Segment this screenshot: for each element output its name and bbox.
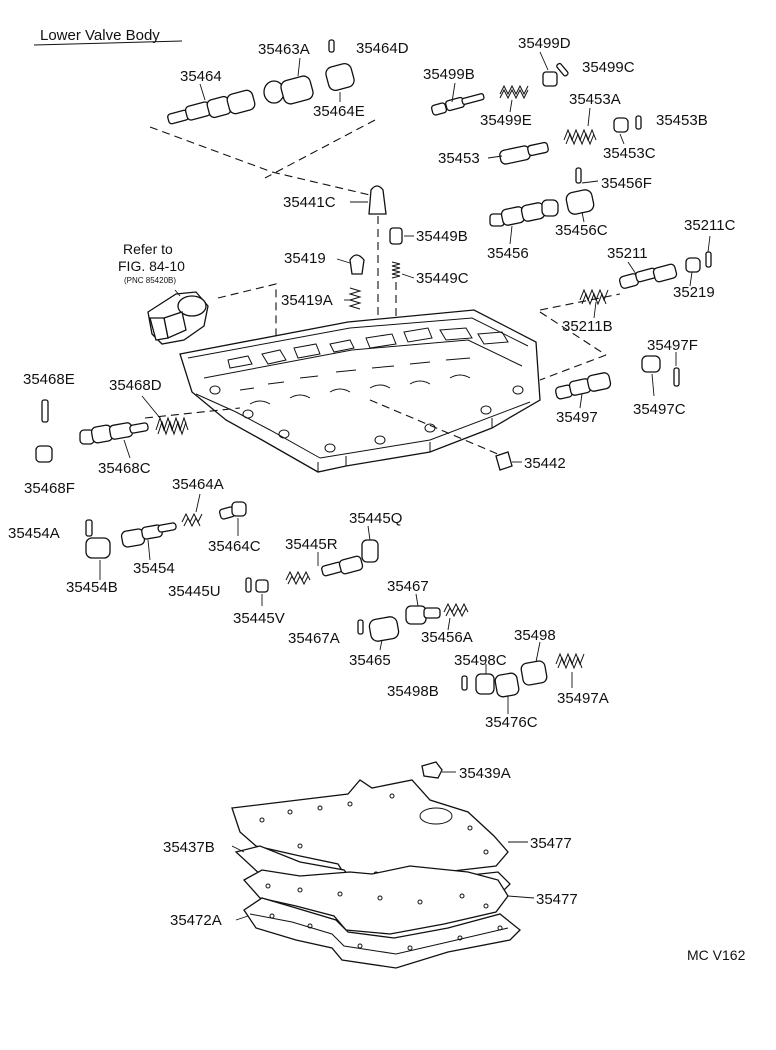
valve-35456-assembly — [489, 189, 595, 227]
part-35419 — [349, 254, 365, 275]
label-35456C: 35456C — [555, 222, 608, 239]
note-fig-ref: FIG. 84-10 — [118, 258, 185, 274]
label-35497A: 35497A — [557, 690, 609, 707]
label-35445R: 35445R — [285, 536, 338, 553]
label-35211C: 35211C — [684, 217, 736, 234]
valve-35454-assembly — [85, 512, 203, 559]
spring-35419A — [348, 287, 362, 310]
plate-35472A — [243, 897, 521, 969]
label-35476C: 35476C — [485, 714, 538, 731]
valve-35498-assembly — [461, 652, 585, 698]
label-35464A: 35464A — [172, 476, 224, 493]
label-35499B: 35499B — [423, 66, 475, 83]
label-35497F: 35497F — [647, 337, 698, 354]
note-pnc-ref: (PNC 85420B) — [124, 276, 176, 285]
part-35439A — [421, 761, 443, 779]
label-35468F: 35468F — [24, 480, 75, 497]
label-35445Q: 35445Q — [349, 510, 402, 527]
label-35454A: 35454A — [8, 525, 60, 542]
label-35498: 35498 — [514, 627, 556, 644]
label-35453A: 35453A — [569, 91, 621, 108]
label-35467A: 35467A — [288, 630, 340, 647]
valve-35445-assembly — [245, 539, 379, 593]
label-35211: 35211 — [607, 245, 648, 262]
label-35477-upper: 35477 — [530, 835, 572, 852]
label-35219: 35219 — [673, 284, 715, 301]
label-35464C: 35464C — [208, 538, 261, 555]
label-35453: 35453 — [438, 150, 480, 167]
label-35456: 35456 — [487, 245, 529, 262]
label-35445U: 35445U — [168, 583, 221, 600]
label-35442: 35442 — [524, 455, 566, 472]
spring-35449C — [391, 261, 401, 279]
valve-35453-assembly — [499, 115, 642, 165]
part-35464C — [218, 501, 247, 520]
label-35211B: 35211B — [562, 318, 613, 335]
pin-35464D — [328, 39, 335, 53]
label-35468C: 35468C — [98, 460, 151, 477]
part-35441C — [368, 185, 387, 215]
label-35498C: 35498C — [454, 652, 507, 669]
part-35442 — [495, 451, 513, 471]
label-35499D: 35499D — [518, 35, 571, 52]
gasket-35477-upper — [231, 779, 509, 885]
valve-35468-assembly — [79, 416, 189, 445]
label-35453B: 35453B — [656, 112, 708, 129]
part-35449B — [389, 227, 403, 245]
label-35445V: 35445V — [233, 610, 285, 627]
diagram-title: Lower Valve Body — [40, 27, 160, 44]
valve-35499-assembly — [430, 62, 569, 116]
label-35477-lower: 35477 — [536, 891, 578, 908]
label-35449B: 35449B — [416, 228, 468, 245]
label-35419A: 35419A — [281, 292, 333, 309]
label-35464: 35464 — [180, 68, 222, 85]
label-35497C: 35497C — [633, 401, 686, 418]
label-35456F: 35456F — [601, 175, 652, 192]
label-35441C: 35441C — [283, 194, 336, 211]
title-underline — [33, 40, 183, 46]
valve-35464-assembly — [167, 62, 355, 125]
label-35454B: 35454B — [66, 579, 118, 596]
label-35468D: 35468D — [109, 377, 162, 394]
label-35498B: 35498B — [387, 683, 439, 700]
label-35419: 35419 — [284, 250, 326, 267]
part-35468F — [35, 445, 53, 463]
pin-35468E — [41, 399, 49, 423]
label-35439A: 35439A — [459, 765, 511, 782]
label-35437B: 35437B — [163, 839, 215, 856]
pin-35456F — [575, 167, 582, 184]
valve-35467-assembly — [357, 602, 469, 642]
figure-code: MC V162 — [687, 947, 746, 963]
label-35456A: 35456A — [421, 629, 473, 646]
label-35454: 35454 — [133, 560, 175, 577]
label-35468E: 35468E — [23, 371, 75, 388]
note-refer-to: Refer to — [123, 241, 173, 257]
label-35467: 35467 — [387, 578, 429, 595]
lower-valve-body — [179, 309, 541, 473]
label-35499E: 35499E — [480, 112, 532, 129]
label-35499C: 35499C — [582, 59, 635, 76]
label-35497: 35497 — [556, 409, 598, 426]
label-35464D: 35464D — [356, 40, 409, 57]
valve-35211-assembly — [579, 251, 712, 306]
label-35463A: 35463A — [258, 41, 310, 58]
label-35464E: 35464E — [313, 103, 365, 120]
label-35449C: 35449C — [416, 270, 469, 287]
label-35453C: 35453C — [603, 145, 656, 162]
pin-35454A — [85, 519, 93, 537]
label-35465: 35465 — [349, 652, 391, 669]
label-35472A: 35472A — [170, 912, 222, 929]
valve-35497-assembly — [555, 355, 680, 400]
solenoid-assembly — [147, 291, 209, 345]
